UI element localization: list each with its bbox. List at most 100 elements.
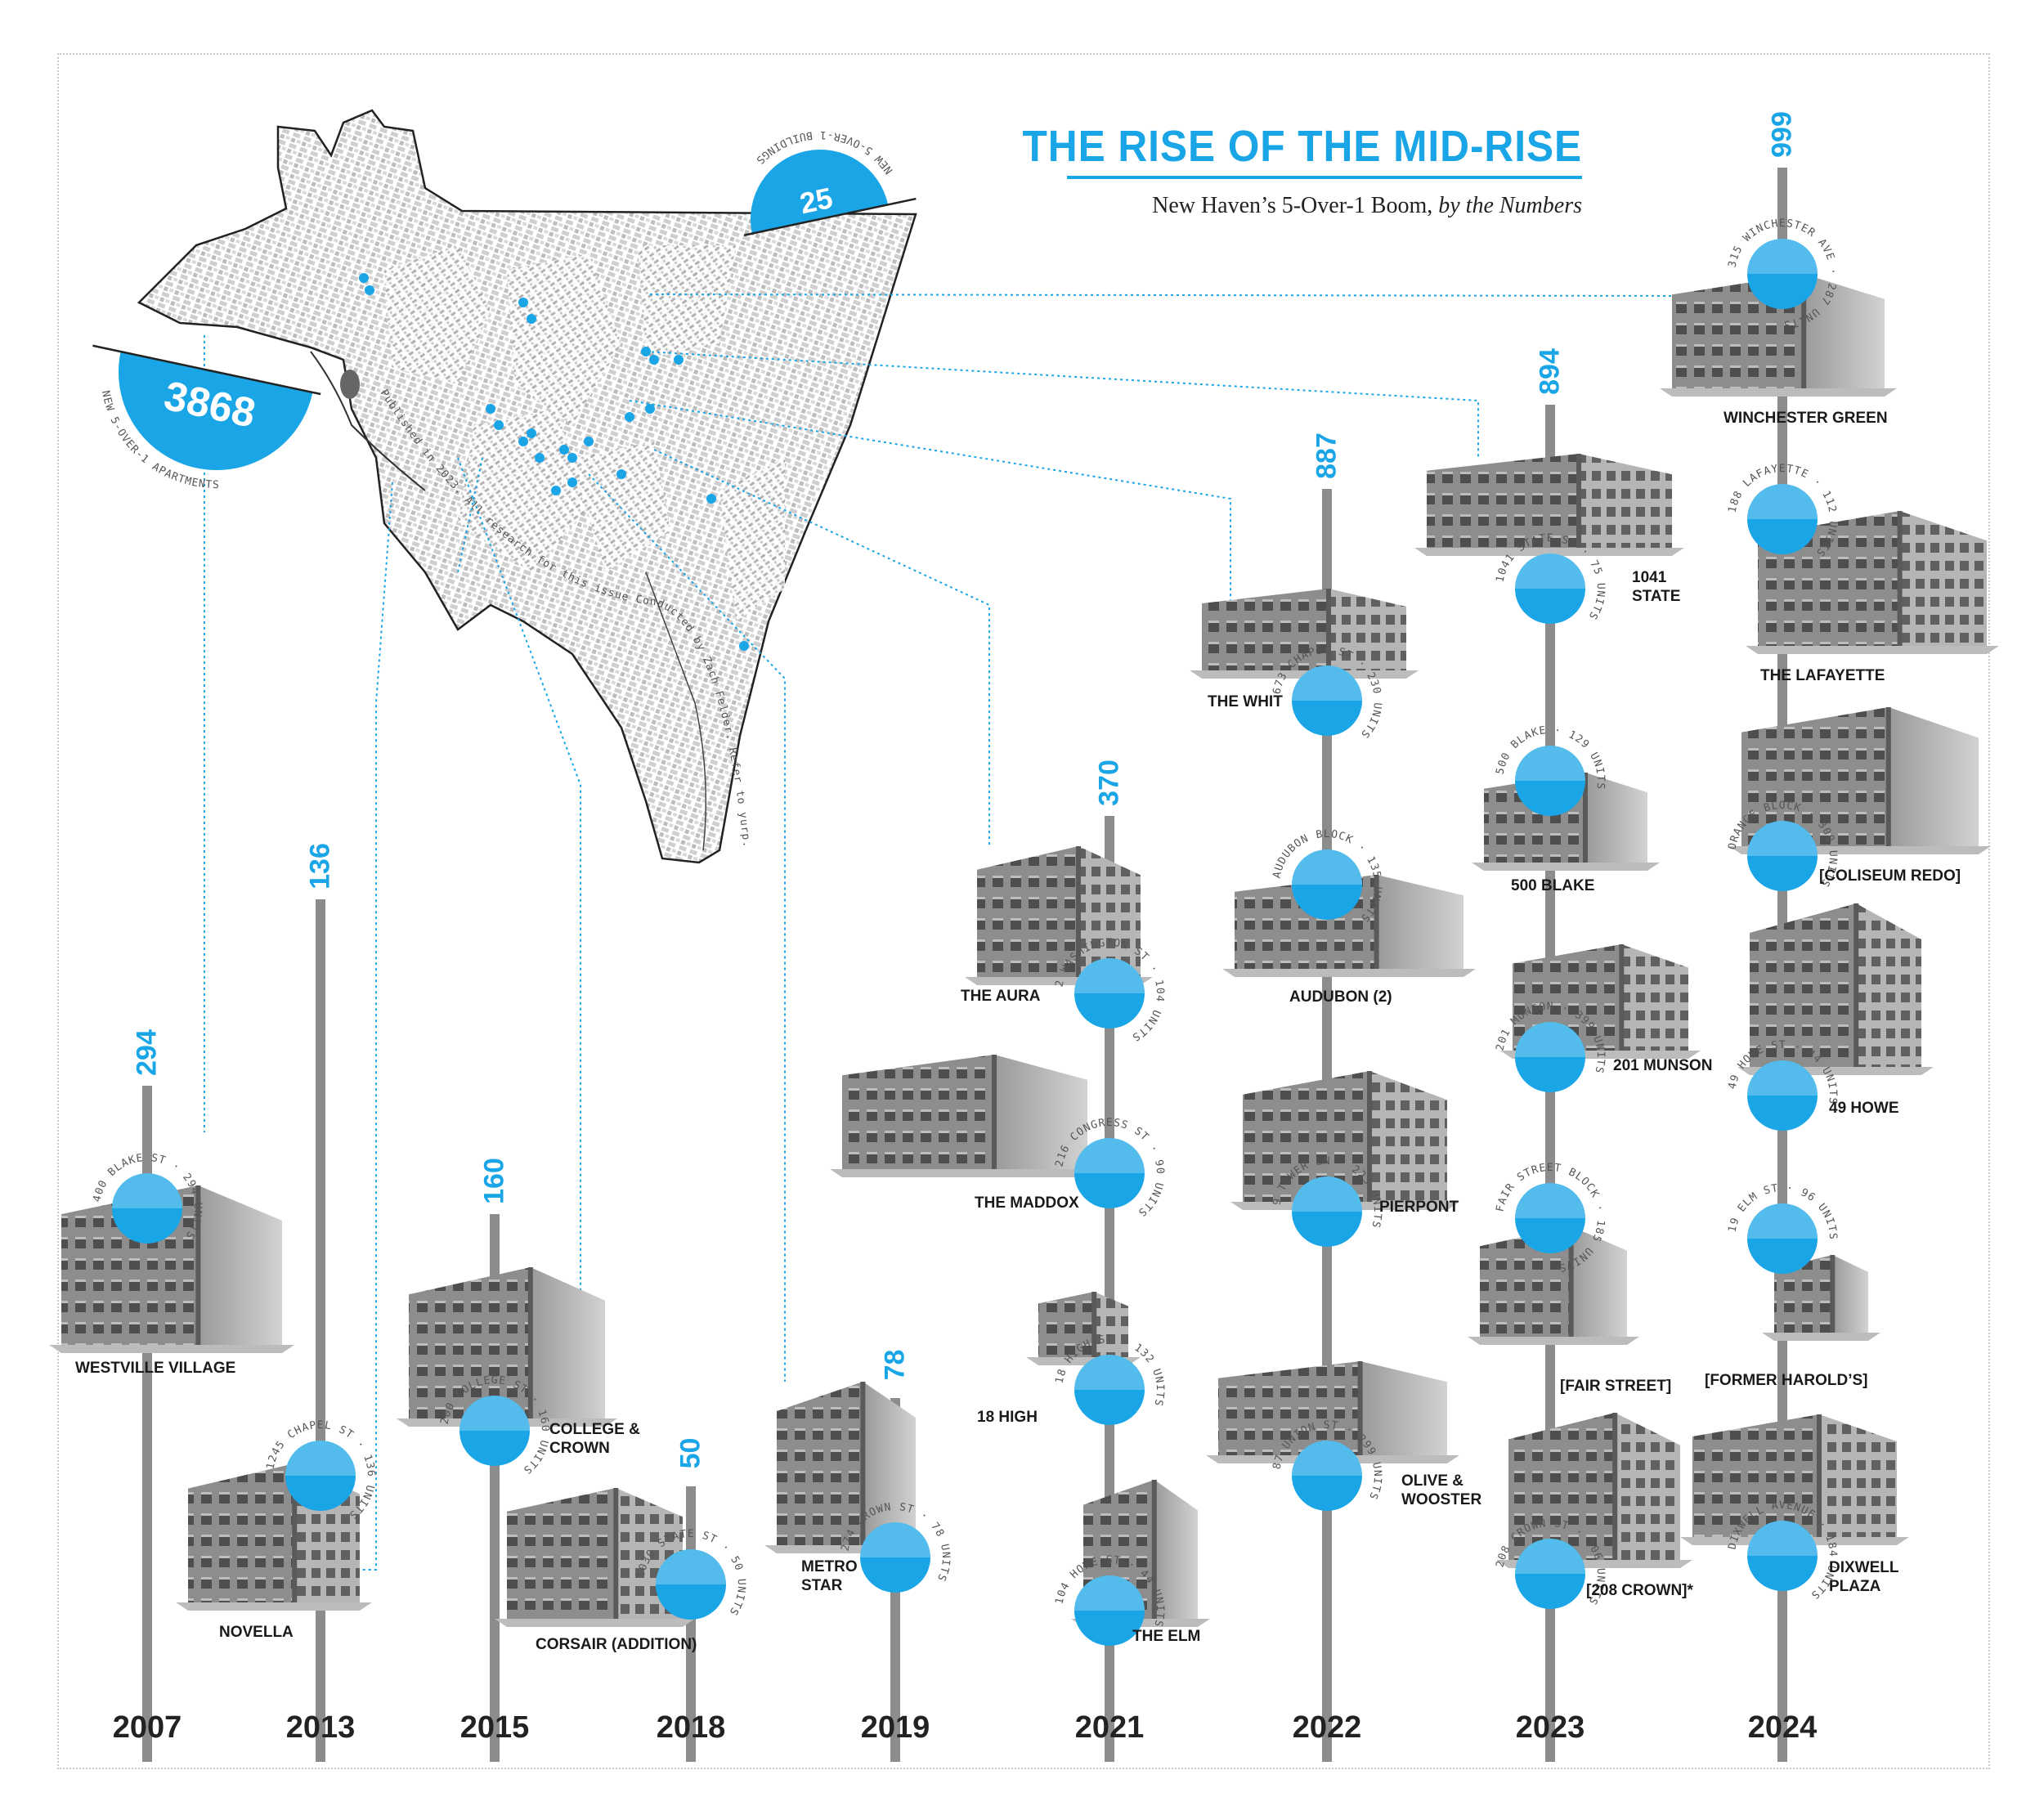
building-olive-wooster bbox=[1206, 1361, 1459, 1463]
unit-circle-fill bbox=[1747, 1521, 1818, 1591]
map-location-dot bbox=[527, 428, 536, 438]
building-corner bbox=[1583, 773, 1588, 863]
building-front-wall bbox=[1774, 1255, 1833, 1333]
city-map: Published in 2023. All research for this… bbox=[0, 0, 917, 864]
building-side-wall bbox=[198, 1185, 282, 1345]
map-location-dot bbox=[518, 298, 528, 307]
map-district bbox=[458, 409, 589, 572]
building-side-wall bbox=[1571, 1226, 1627, 1337]
unit-circle-highlight bbox=[1292, 1176, 1362, 1212]
building-side-wall bbox=[1329, 589, 1406, 670]
page-title: THE RISE OF THE MID-RISE bbox=[1022, 122, 1582, 171]
map-location-dot bbox=[551, 486, 561, 495]
building-side-wall bbox=[1579, 454, 1672, 548]
building-ground bbox=[1468, 1337, 1639, 1345]
map-leader-lines bbox=[204, 294, 1689, 1571]
unit-circle-highlight bbox=[285, 1441, 356, 1476]
building-corner bbox=[1817, 1414, 1822, 1537]
map-location-dot bbox=[527, 314, 536, 324]
building-name: COLLEGE &CROWN bbox=[549, 1421, 640, 1457]
building-front-wall bbox=[1750, 903, 1857, 1067]
building-corner bbox=[1612, 1413, 1618, 1560]
building-side-wall bbox=[1585, 773, 1647, 863]
map-river bbox=[645, 571, 707, 851]
unit-circle-fill bbox=[459, 1396, 530, 1466]
building-corner bbox=[1576, 454, 1581, 548]
building-side-wall bbox=[530, 1267, 605, 1418]
unit-circle-fill bbox=[1292, 1441, 1362, 1511]
building-front-wall bbox=[507, 1488, 616, 1619]
building-side-wall bbox=[863, 1382, 916, 1545]
building-1041-state bbox=[1414, 454, 1684, 556]
page-subtitle: New Haven’s 5-Over-1 Boom, by the Number… bbox=[1152, 193, 1582, 219]
building-side-wall bbox=[1819, 1414, 1897, 1537]
building-fair-street bbox=[1468, 1226, 1639, 1345]
unit-circle-fill bbox=[1515, 1539, 1585, 1609]
map-location-dot bbox=[359, 273, 369, 283]
building-side-wall bbox=[1899, 511, 1987, 646]
building-front-wall bbox=[842, 1055, 994, 1169]
building-18-high bbox=[1026, 1292, 1141, 1365]
building-side-wall bbox=[1369, 1071, 1447, 1202]
building-front-wall bbox=[977, 846, 1078, 977]
unit-circle-highlight bbox=[1074, 1575, 1145, 1611]
building-side-wall bbox=[1376, 875, 1464, 969]
building-side-wall bbox=[1078, 846, 1141, 977]
building-208-crown bbox=[1496, 1413, 1692, 1568]
building-metro-star bbox=[764, 1382, 928, 1553]
leader-line bbox=[629, 400, 1231, 605]
unit-circle-fill bbox=[112, 1173, 182, 1244]
unit-circle-highlight bbox=[1292, 849, 1362, 885]
unit-circle-fill bbox=[1515, 746, 1585, 816]
building-ground bbox=[1762, 1333, 1880, 1341]
unit-circle-fill bbox=[1074, 958, 1145, 1028]
building-side-wall bbox=[1832, 1255, 1868, 1333]
unit-circle-highlight bbox=[1292, 1441, 1362, 1476]
unit-circle-highlight bbox=[1747, 239, 1818, 274]
building-side-wall bbox=[1621, 944, 1688, 1051]
building-name: PIERPONT bbox=[1379, 1199, 1459, 1216]
building-side-wall bbox=[1804, 274, 1885, 388]
unit-circle-highlight bbox=[1747, 484, 1818, 519]
year-unit-total-2024: 999 bbox=[1766, 111, 1798, 158]
building-name: CORSAIR (ADDITION) bbox=[536, 1636, 697, 1653]
unit-circle-highlight bbox=[1747, 1203, 1818, 1239]
building-ground bbox=[1746, 646, 1999, 654]
building-corner bbox=[527, 1267, 533, 1418]
map-location-dot bbox=[535, 453, 545, 463]
building-49-howe bbox=[1737, 903, 1934, 1075]
year-unit-total-2021: 370 bbox=[1093, 760, 1125, 806]
unit-circle-highlight bbox=[1747, 1521, 1818, 1556]
map-location-dot bbox=[567, 453, 577, 463]
unit-circle-highlight bbox=[459, 1396, 530, 1431]
map-location-dot bbox=[567, 477, 577, 487]
building-name: WINCHESTER GREEN bbox=[1724, 410, 1888, 427]
map-district bbox=[572, 441, 670, 572]
buildings-stat-fill bbox=[751, 150, 889, 234]
map-location-dot bbox=[645, 404, 655, 414]
buildings-stat-rule bbox=[743, 197, 917, 236]
unit-circle-fill bbox=[1074, 1355, 1145, 1425]
building-name: [208 CROWN]* bbox=[1586, 1582, 1693, 1599]
building-side-wall bbox=[1888, 707, 1979, 846]
leader-line bbox=[457, 457, 581, 1341]
unit-circle-fill bbox=[1292, 666, 1362, 736]
building-name: THE ELM bbox=[1132, 1628, 1201, 1645]
map-district bbox=[384, 245, 491, 384]
title-rule bbox=[1067, 176, 1582, 179]
building-front-wall bbox=[777, 1382, 863, 1545]
map-location-dot bbox=[625, 412, 634, 422]
building-ground bbox=[495, 1619, 695, 1627]
building-front-wall bbox=[1480, 1226, 1571, 1337]
building-front-wall bbox=[1741, 707, 1889, 846]
building-corner bbox=[1151, 1480, 1157, 1619]
building-side-wall bbox=[994, 1055, 1087, 1169]
year-bar-2013 bbox=[316, 899, 325, 1762]
building-name: THE AURA bbox=[961, 988, 1041, 1005]
building-ground bbox=[1472, 863, 1660, 871]
building-ground bbox=[49, 1345, 294, 1353]
building-name: 49 HOWE bbox=[1829, 1100, 1899, 1117]
building-ground bbox=[1222, 969, 1476, 977]
